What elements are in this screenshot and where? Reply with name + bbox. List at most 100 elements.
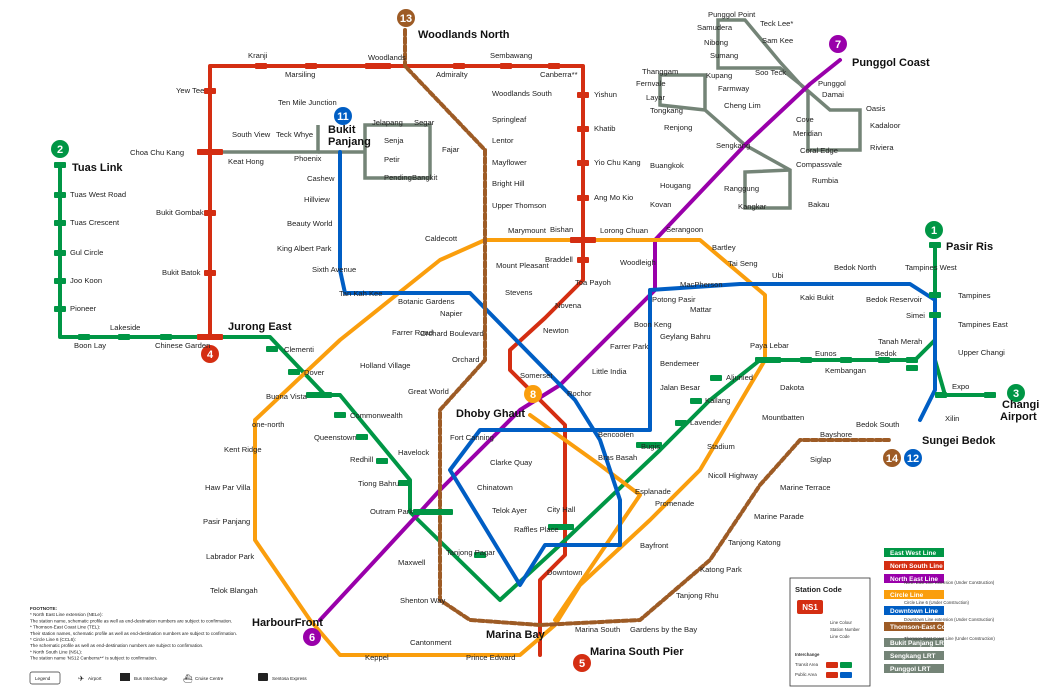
key-note-1: Circle Line 6 (Under Construction) — [904, 600, 970, 605]
badge-ew-2: 2 — [57, 144, 63, 156]
station-label-ew26: Lakeside — [110, 323, 140, 332]
station-label-te30: Bedok South — [856, 420, 900, 429]
station-label-ne15: Buangkok — [650, 161, 684, 170]
station-label-ns26: Raffles Place — [514, 525, 559, 534]
station-label-dt7: Sixth Avenue — [312, 265, 356, 274]
key-swatch-1 — [884, 561, 944, 570]
station-label-dt20: Fort Canning — [450, 433, 494, 442]
station-label-dt3: Hillview — [304, 195, 330, 204]
station-label-te28: Siglap — [810, 455, 831, 464]
station-label-dt26: MacPherson — [680, 280, 723, 289]
station-label-ns13: Yishun — [594, 90, 617, 99]
station-label-te5: Lentor — [492, 136, 514, 145]
station-label-cc11: Tai Seng — [728, 259, 758, 268]
station-code-line-colour: Line Colour — [830, 620, 853, 625]
badge-ne-6: 6 — [309, 632, 315, 644]
station-label-dt28: Kaki Bukit — [800, 293, 835, 302]
station-label-pe6: Oasis — [866, 104, 886, 113]
station-label-te23: Tanjong Rhu — [676, 591, 719, 600]
station-label-sw4: Thanggam — [642, 67, 678, 76]
station-label-cc32: Prince Edward — [466, 653, 515, 662]
station-label-dt17: Downtown — [547, 568, 582, 577]
bus-icon — [120, 673, 130, 681]
key-swatch-3 — [884, 590, 944, 599]
terminal-labels: Woodlands North Punggol Coast Tuas Link … — [72, 29, 1039, 658]
badge-ew-1: 1 — [931, 225, 937, 237]
station-label-cc20: Farrer Road — [392, 328, 433, 337]
station-label-dt30: Bedok Reservoir — [866, 295, 923, 304]
station-label-pw2: Teck Lee* — [760, 19, 793, 28]
footnote-line-8: The station name 'NS12 Canberra**' is su… — [30, 656, 157, 661]
badge-ew-3: 3 — [1013, 388, 1019, 400]
station-label-cc14: Lorong Chuan — [600, 226, 648, 235]
dt-line — [338, 150, 937, 587]
station-label-dt16: Bayfront — [640, 541, 669, 550]
key-swatch-2 — [884, 574, 944, 583]
label-changi-airport-2: Airport — [1000, 411, 1037, 423]
station-label-ew11: Lavender — [690, 418, 722, 427]
badge-ns-5: 5 — [579, 658, 585, 670]
station-label-pw5: Nibong — [704, 38, 728, 47]
station-label-ns10: Admiralty — [436, 70, 468, 79]
station-label-te15: Great World — [408, 387, 449, 396]
key-label-6: Bukit Panjang LRT — [890, 640, 948, 647]
station-label-ew29: Joo Koon — [70, 276, 102, 285]
station-label-se3: Bakau — [808, 200, 830, 209]
label-woodlands-north: Woodlands North — [418, 29, 510, 41]
station-label-se5: Ranggung — [724, 184, 759, 193]
key-label-7: Sengkang LRT — [890, 653, 936, 660]
station-label-cc17: Caldecott — [425, 234, 458, 243]
station-label-cc16: Marymount — [508, 226, 547, 235]
key-label-2: North East Line — [890, 576, 938, 583]
badge-te-13: 13 — [400, 13, 412, 25]
station-label-ns22: Orchard — [452, 355, 479, 364]
station-label-cc3: Esplanade — [635, 487, 671, 496]
label-bukit-panjang-2: Panjang — [328, 136, 371, 148]
station-label-ns19: Toa Payoh — [575, 278, 611, 287]
station-code-line-code: Line Code — [830, 634, 850, 639]
station-label-dt6: King Albert Park — [277, 244, 332, 253]
key-note-2: Downtown Line extension (Under Construct… — [904, 617, 995, 622]
station-label-cc28: Telok Blangah — [210, 586, 258, 595]
footnote-line-6: The schematic profile as well as end-des… — [30, 643, 203, 648]
station-label-se4: Kangkar — [738, 202, 767, 211]
station-label-bp10: Fajar — [442, 145, 460, 154]
footnote-line-5: * Circle Line 6 (CCL6): — [30, 637, 76, 642]
station-label-ew15: Tanjong Pagar — [446, 548, 495, 557]
station-label-ew7: Eunos — [815, 349, 837, 358]
label-tuas-link: Tuas Link — [72, 162, 123, 174]
station-label-ew30: Gul Circle — [70, 248, 103, 257]
station-label-ne5: Clarke Quay — [490, 458, 532, 467]
station-label-cg1: Expo — [952, 382, 969, 391]
station-label-dt31: Tampines West — [905, 263, 958, 272]
station-label-pw7: Soo Teck — [755, 68, 786, 77]
label-sungei-bedok: Sungei Bedok — [922, 435, 996, 447]
station-label-pe5: Kadaloor — [870, 121, 901, 130]
key-label-3: Circle Line — [890, 592, 924, 599]
station-label-bp5: Phoenix — [294, 154, 322, 163]
label-marina-bay: Marina Bay — [486, 629, 546, 641]
badge-ns-4: 4 — [207, 349, 214, 361]
station-label-ne9: Boon Keng — [634, 320, 672, 329]
station-label-se1: Compassvale — [796, 160, 842, 169]
station-label-te16: Havelock — [398, 448, 429, 457]
badge-dt-12: 12 — [907, 453, 919, 465]
station-label-sw2: Farmway — [718, 84, 749, 93]
key-swatch-5 — [884, 622, 944, 631]
sengkang-lrt — [658, 73, 792, 210]
station-label-dt13: Rochor — [567, 389, 592, 398]
station-label-te19: Shenton Way — [400, 596, 446, 605]
station-label-dt27: Ubi — [772, 271, 784, 280]
legend-title: Legend — [35, 676, 51, 681]
station-label-ns5: Yew Tee — [176, 86, 204, 95]
station-label-dt34: Upper Changi — [958, 348, 1005, 357]
label-jurong-east: Jurong East — [228, 321, 292, 333]
key-note-0: North East Line extension (Under Constru… — [904, 580, 995, 585]
badge-ne-7: 7 — [835, 39, 841, 51]
station-label-ne12: Serangoon — [666, 225, 703, 234]
footnote-line-0: FOOTNOTE: — [30, 606, 58, 611]
station-label-dt9: Botanic Gardens — [398, 297, 455, 306]
station-code-public: Public Area — [795, 672, 817, 677]
station-label-ne17: Punggol — [818, 79, 846, 88]
station-label-dt15: Promenade — [655, 499, 694, 508]
